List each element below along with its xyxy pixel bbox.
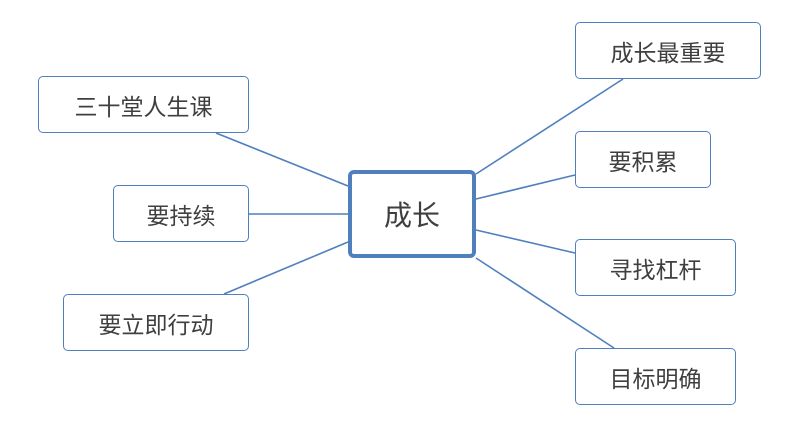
branch-node-growth-most-important[interactable]: 成长最重要 (575, 22, 761, 79)
branch-node-find-leverage[interactable]: 寻找杠杆 (575, 239, 736, 296)
branch-node-accumulate[interactable]: 要积累 (575, 131, 711, 188)
central-topic-node[interactable]: 成长 (348, 170, 476, 258)
connector-line-right-0 (475, 78, 624, 175)
connector-line-right-1 (475, 174, 576, 200)
branch-node-act-now[interactable]: 要立即行动 (63, 294, 249, 351)
connector-line-left-0 (215, 132, 349, 187)
connector-line-left-2 (223, 241, 349, 295)
branch-node-keep-going[interactable]: 要持续 (113, 185, 249, 242)
connector-line-right-2 (475, 229, 576, 254)
branch-node-thirty-life-lessons[interactable]: 三十堂人生课 (38, 76, 249, 133)
branch-node-clear-goals[interactable]: 目标明确 (575, 348, 736, 405)
connector-line-right-3 (475, 257, 615, 349)
